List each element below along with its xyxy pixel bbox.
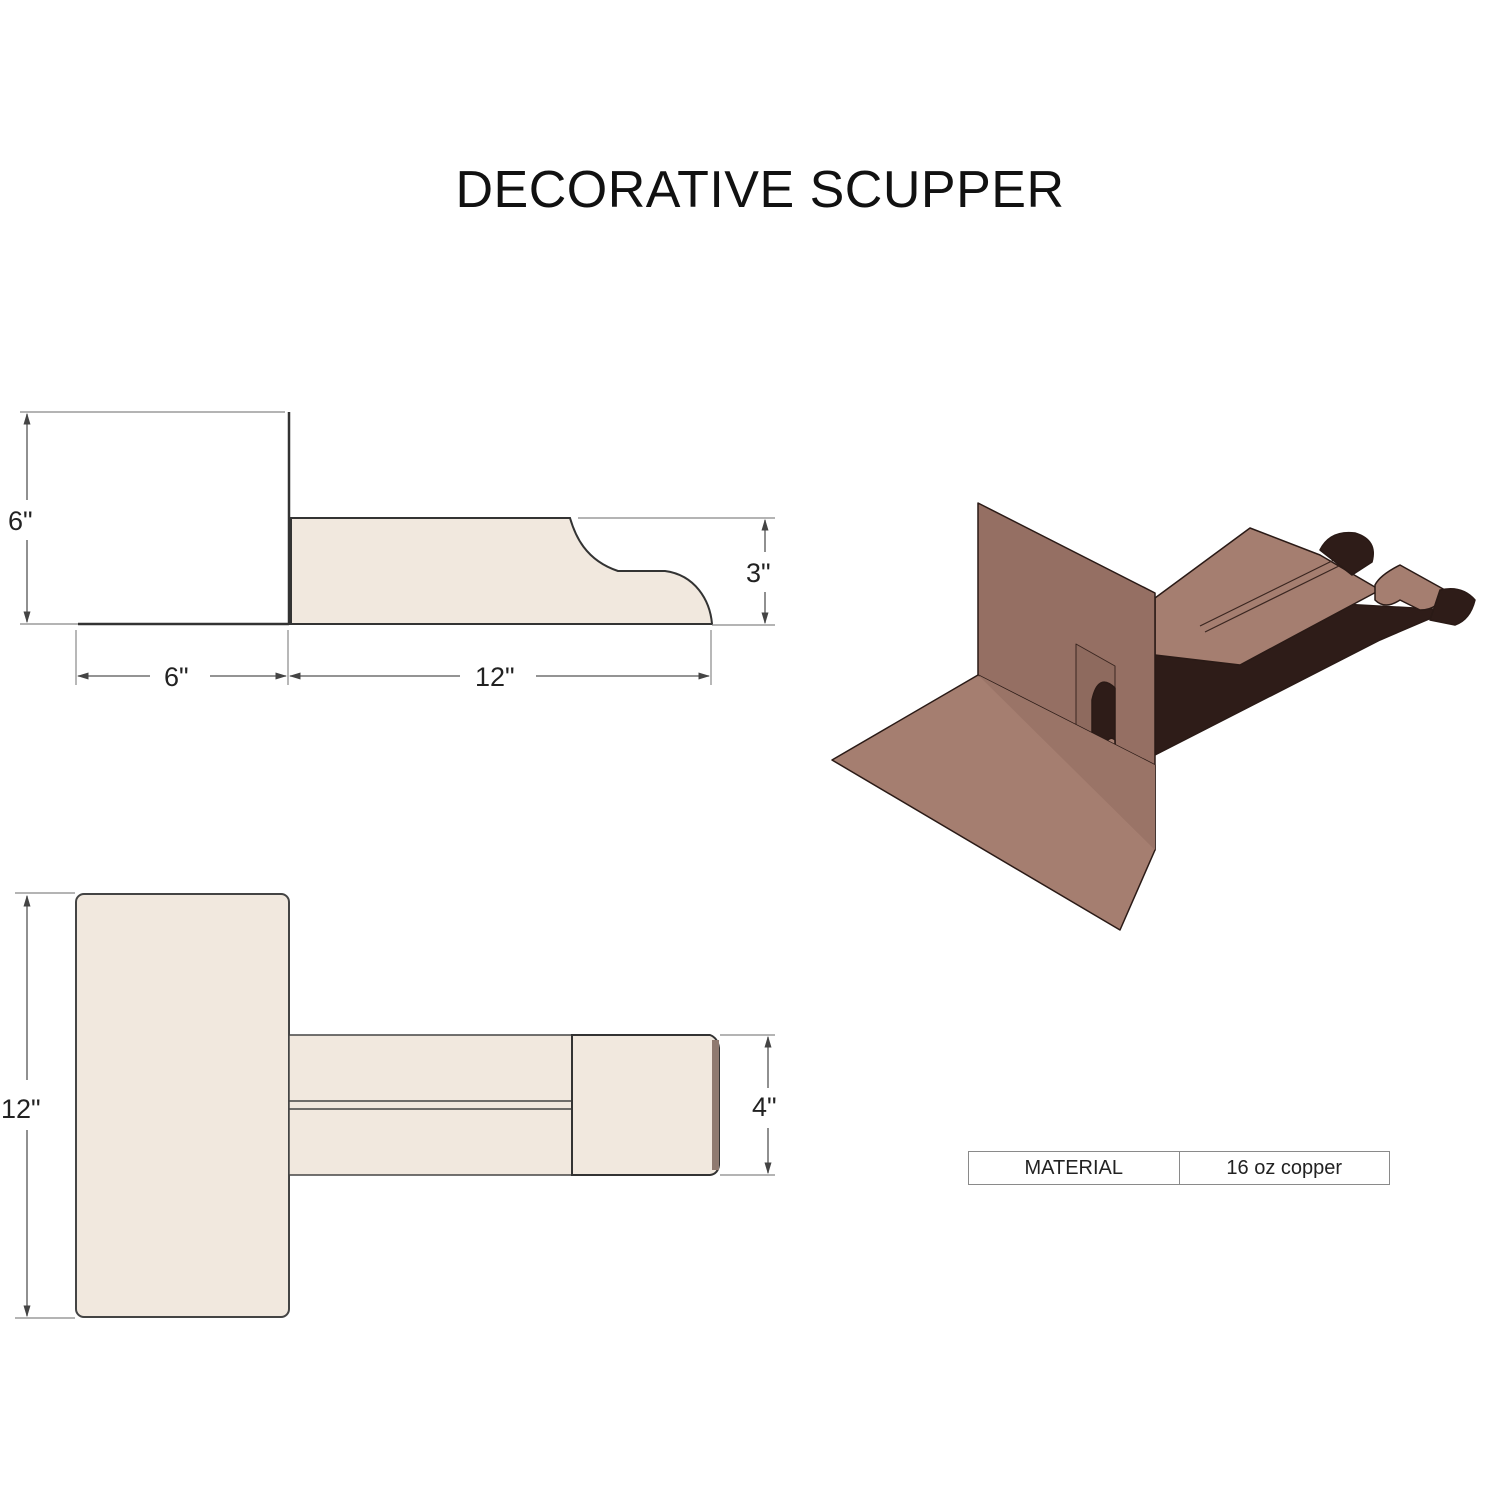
spec-label-material: MATERIAL bbox=[1024, 1156, 1124, 1179]
drawing-title: DECORATIVE SCUPPER bbox=[455, 161, 1065, 219]
spout-lip bbox=[571, 1034, 720, 1176]
spout-body bbox=[288, 1034, 573, 1176]
flange-plate bbox=[75, 893, 290, 1318]
dim-flange-height: 6" bbox=[8, 506, 33, 536]
isometric-view bbox=[831, 502, 1476, 931]
dim-flange-width: 6" bbox=[164, 662, 189, 692]
spec-table: MATERIAL 16 oz copper bbox=[968, 1151, 1390, 1185]
dim-flange-length: 12" bbox=[1, 1094, 41, 1124]
dim-spout-height: 3" bbox=[746, 558, 771, 588]
top-view: 12" 4" bbox=[1, 892, 777, 1319]
spout-profile bbox=[290, 517, 714, 625]
dim-spout-length: 12" bbox=[475, 662, 515, 692]
dim-spout-width: 4" bbox=[752, 1092, 777, 1122]
spec-value-material: 16 oz copper bbox=[1178, 1152, 1390, 1184]
side-view: 6" 6" 12" 3" bbox=[8, 411, 775, 692]
